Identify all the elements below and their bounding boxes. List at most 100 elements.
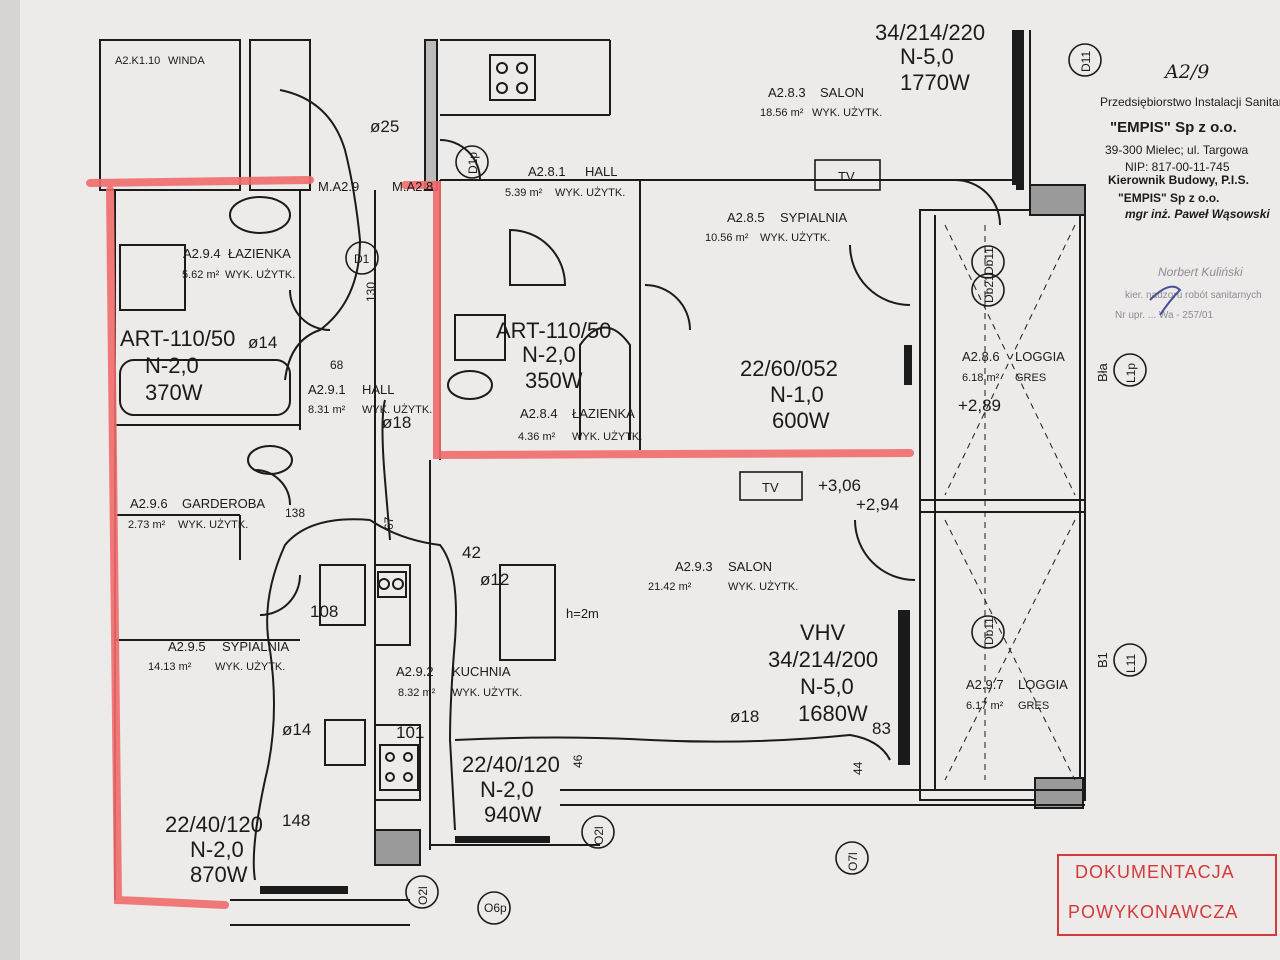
paper-edge-left — [0, 0, 20, 960]
room-name: GARDEROBA — [182, 496, 265, 511]
room-name: SALON — [820, 85, 864, 100]
radiator-power: 600W — [772, 408, 830, 433]
riser-label: Db21 — [982, 274, 996, 303]
room-area: 14.13 m² — [148, 661, 192, 673]
room-code: A2.9.1 — [308, 382, 346, 397]
heater-bar-top — [1012, 30, 1022, 185]
room-name: HALL — [362, 382, 395, 397]
room-name: LOGGIA — [1015, 349, 1065, 364]
tv-box-upper — [814, 159, 881, 191]
radiator-power: 1680W — [798, 701, 868, 726]
wall-column — [424, 39, 438, 191]
tv-label-lower: TV — [762, 480, 779, 495]
riser-circle — [455, 145, 489, 179]
room-use: WYK. UŻYTK. — [555, 186, 625, 199]
room-area: 5.39 m² — [505, 187, 543, 199]
shower-tray — [579, 326, 631, 440]
radiator-n: N-2,0 — [480, 777, 534, 802]
pantry-h2m — [499, 564, 556, 661]
room-garderoba: A2.9.6 GARDEROBA 2.73 m² WYK. UŻYTK. — [128, 496, 265, 531]
radiator-power: 1770W — [900, 70, 970, 95]
room-hall-9: A2.9.1 HALL 8.31 m² WYK. UŻYTK. — [308, 382, 432, 416]
riser-label: O2l — [416, 886, 430, 905]
signature-role: kier. nadzoru robót sanitarnych — [1125, 290, 1262, 301]
pipe-diameter-label: ø14 — [282, 720, 311, 739]
highlight-walls — [86, 176, 914, 909]
door-arc-8 — [439, 139, 481, 181]
radiator-label-top: 34/214/220 N-5,0 1770W — [875, 20, 985, 95]
room-lazienka-9: A2.9.4 ŁAZIENKA 5.62 m² WYK. UŻYTK. — [182, 246, 295, 281]
radiator-n: N-1,0 — [770, 382, 824, 407]
dimension-label: 101 — [396, 723, 424, 742]
tv-box-lower — [739, 471, 803, 501]
riser-circle — [1068, 43, 1102, 77]
riser-label: D1p — [466, 152, 480, 174]
room-use: WYK. UŻYTK. — [362, 403, 432, 416]
heater-bar-right — [904, 345, 912, 385]
room-name: LOGGIA — [1018, 677, 1068, 692]
radiator-power: 940W — [484, 802, 542, 827]
level-mark: +2,94 — [856, 495, 899, 514]
radiator-type: 22/60/052 — [740, 356, 838, 381]
riser-label: L11 — [1124, 654, 1138, 673]
room-code: A2.9.7 — [966, 677, 1004, 692]
dimension-label: 67 — [382, 516, 396, 530]
heater-bar-bottom-left — [260, 886, 348, 894]
pillar-bottom-center — [374, 829, 421, 866]
riser-circle — [971, 245, 1005, 279]
radiator-n: N-5,0 — [900, 44, 954, 69]
pipe-route-upper — [279, 89, 362, 381]
cooktop-upper — [489, 54, 536, 101]
pipe-diameter-label: ø12 — [480, 570, 509, 589]
meter-label-right: M.A2.8 — [392, 179, 433, 194]
radiator-n: N-2,0 — [522, 342, 576, 367]
level-mark: +3,06 — [818, 476, 861, 495]
riser-circle — [1113, 353, 1147, 387]
radiator-n: N-2,0 — [190, 837, 244, 862]
pipe-route-hall — [381, 399, 391, 541]
pipe-diameter-label: ø14 — [248, 333, 277, 352]
radiator-power: 370W — [145, 380, 203, 405]
room-code: A2.9.3 — [675, 559, 713, 574]
door-arc-4 — [854, 519, 916, 581]
room-sypialnia-8: A2.8.5 SYPIALNIA 10.56 m² WYK. UŻYTK. — [705, 210, 848, 244]
company-line1: Przedsiębiorstwo Instalacji Sanitarnych — [1100, 95, 1280, 109]
room-use: GRES — [1015, 372, 1046, 384]
radiator-type: ART-110/50 — [496, 318, 611, 343]
room-area: 2.73 m² — [128, 519, 166, 531]
riser-label: O2l — [592, 826, 606, 845]
riser-circle — [971, 615, 1005, 649]
room-area: 5.62 m² — [182, 269, 220, 281]
room-code: A2.8.4 — [520, 406, 558, 421]
room-code: A2.8.3 — [768, 85, 806, 100]
room-name: SYPIALNIA — [222, 639, 290, 654]
dimension-label: 42 — [462, 543, 481, 562]
room-loggia-9: A2.9.7 LOGGIA 6.17 m² GRES — [966, 677, 1068, 712]
cooktop-lower — [379, 744, 419, 791]
room-code: A2.9.2 — [396, 664, 434, 679]
riser-label: L1p — [1124, 363, 1138, 383]
riser-labels: D11 D1p D1 Db11 Db21 L1p Db11 L11 O2l O7… — [354, 51, 1138, 915]
riser-circle — [345, 241, 379, 275]
room-code: A2.8.6 — [962, 349, 1000, 364]
room-code: A2.8.1 — [528, 164, 566, 179]
h-note: h=2m — [566, 606, 599, 621]
level-mark: +2,89 — [958, 396, 1001, 415]
dimension-label: 46 — [571, 754, 585, 768]
door-arc-7 — [254, 469, 291, 506]
signature-reg: Nr upr. ... Wa - 257/01 — [1115, 310, 1213, 321]
toilet-right — [447, 370, 493, 400]
room-name: SALON — [728, 559, 772, 574]
room-loggia-8: A2.8.6 LOGGIA 6.18 m² GRES — [962, 349, 1065, 384]
pipe-diameter-label: ø18 — [382, 413, 411, 432]
dimension-label: 148 — [282, 811, 310, 830]
washbasin-left — [229, 196, 291, 234]
radiator-label-bath-right: ART-110/50 N-2,0 350W — [496, 318, 611, 393]
room-use: WYK. UŻYTK. — [452, 686, 522, 699]
radiator-type: 22/40/120 — [462, 752, 560, 777]
stamp-line2: POWYKONAWCZA — [1068, 902, 1238, 922]
room-use: WYK. UŻYTK. — [572, 430, 642, 443]
dimension-label: 138 — [285, 506, 305, 520]
highlight-top-left — [86, 176, 314, 187]
